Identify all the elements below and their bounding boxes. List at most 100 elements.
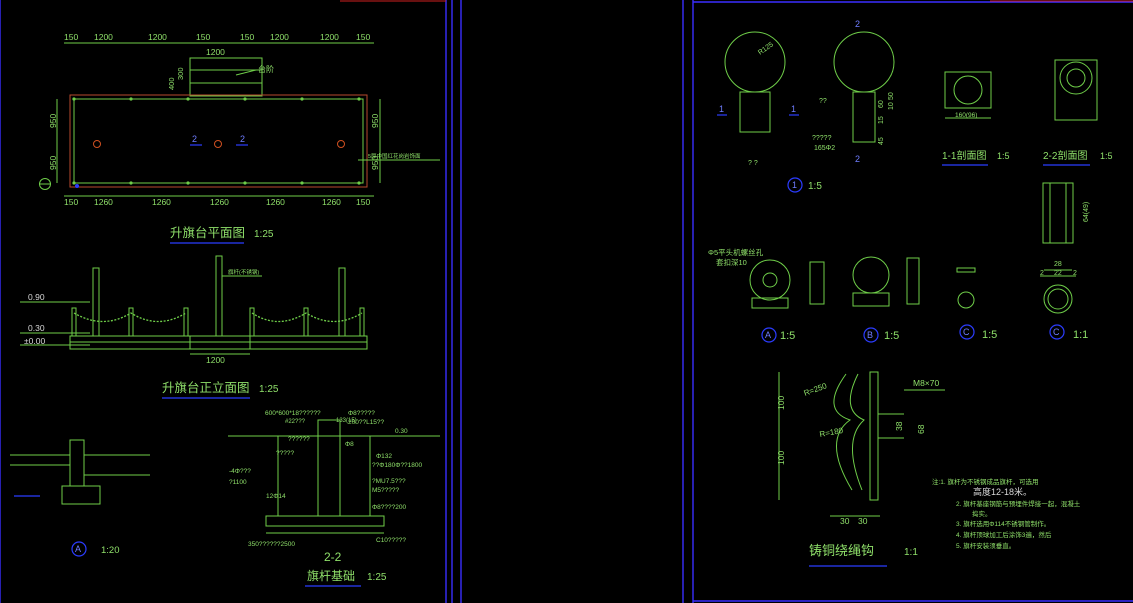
detail-a-post [69,439,85,486]
pulley-view-scale: 1:5 [884,330,899,342]
section-mark: 2 [192,134,197,144]
cast-copper-cleat: 100 100 R=250 R=180 M8×70 38 68 30 30 铸铜… [776,371,945,567]
flagpole-center [215,255,223,337]
foundation-label: ?MU7.5??? [372,478,406,485]
step-depth-dim-b: 300 [176,67,185,80]
elev-dim: 1200 [206,355,225,365]
foundation-label: ?????? [288,436,310,443]
dim-text: 1260 [322,197,341,207]
dim-text: 10 [888,102,895,110]
step-label: 台阶 [258,64,274,74]
foundation-labels: 600*600*18?????? Φ8????? 200??L15?? 0.30… [229,410,423,548]
elevation-title: 升旗台正立面图 [162,380,250,395]
pulley-view-letter: C [1053,327,1060,337]
pulley-b-base [852,292,890,307]
detail-a-scale: 1:20 [101,545,120,556]
section-1-1-dim: 160(96) [955,112,977,119]
dim-text: 150 [64,197,78,207]
chain-post [183,307,189,337]
plan-note: 5厚中国红花岗岩饰面 [368,152,421,160]
elevation-chain-posts [71,307,365,337]
foundation-label: 350??????2500 [248,541,295,548]
section-mark: 2 [855,19,860,29]
pulley-details: Φ5平头机螺丝孔 套扣深10 28 2 22 2 A 1:5 B 1:5 C 1… [708,247,1088,343]
dim-text: 150 [356,32,370,42]
pulley-c-top [956,267,976,273]
step-depth-dim-a: 400 [167,77,176,90]
flag-platform-plan: 150 1200 1200 150 150 1200 1200 150 1200… [39,32,440,244]
chain-post-dot [300,181,304,185]
pulley-b-side [906,257,920,305]
plate-detail [1042,182,1074,244]
cleat-radius-2: R=180 [819,426,845,439]
chain-post [128,307,134,337]
platform-outline-inner [73,98,364,184]
left-sheet-border [0,0,447,603]
pulley-view-letter: B [867,330,873,340]
chain-post-dot [243,97,247,101]
section-1-1-title: 1-1剖面图 [942,149,986,162]
dim-text: 50 [888,92,895,100]
cleat-dim: 68 [916,424,926,434]
foundation-label: -4Φ??? [229,468,251,475]
dim-text: 1200 [94,32,113,42]
dim-text: 950 [370,114,380,128]
ring-dim: 22 [1054,270,1062,277]
plan-bottom-dims: 150 1260 1260 1260 1260 1260 150 [64,197,370,207]
dim-text: 950 [48,114,58,128]
detail-marker [787,177,803,193]
dim-text: 1260 [266,197,285,207]
chain-post-dot [129,97,133,101]
pulley-note-1: Φ5平头机螺丝孔 [708,247,764,257]
pulley-view-letter: A [765,330,771,340]
dim-text: 150 [64,32,78,42]
foundation-label: ??Φ180Φ??1800 [372,462,423,469]
level-label: 0.90 [28,292,45,302]
note-line: 捣实。 [972,509,992,518]
chain-left [73,312,187,323]
cleat-title: 铸铜绕绳钩 [809,543,874,558]
chain-post-dot [72,97,76,101]
section-1-1-hub [953,75,983,105]
plate-dim: 64(49) [1083,202,1090,222]
dim-text: 45 [878,137,885,145]
section-2-2-scale: 1:5 [1100,151,1113,161]
finial-note: ? ? [748,160,758,167]
detail-a-letter: A [75,544,81,554]
note-line: 注:1. 旗杆为不锈钢成品旗杆，可选用 [932,477,1039,486]
foundation-label: 600*600*18?????? [265,410,321,417]
cleat-radius-1: R=250 [803,381,829,398]
pulley-b-wheel [852,256,890,294]
pulley-a-side [809,261,825,305]
finial-label: ????? [812,135,832,142]
foundation-label: Φ8????200 [372,504,406,511]
dim-text: 950 [48,156,58,170]
flagpole-foundation: 600*600*18?????? Φ8????? 200??L15?? 0.30… [228,410,440,587]
chain-post-dot [357,181,361,185]
foundation-label: ?1100 [229,479,247,486]
finial-bracket-side [852,91,876,143]
section-1-1-scale: 1:5 [997,151,1010,161]
dim-text: 1260 [152,197,171,207]
pulley-view-letter: C [963,327,970,337]
section-2-2-title: 2-2剖面图 [1043,149,1087,162]
pulley-a-base [751,297,789,309]
dim-text: 1200 [270,32,289,42]
foundation-label: 12Φ14 [266,493,286,500]
foundation-label: ????? [276,450,294,457]
flagpole-left [92,267,100,337]
detail-marker-number: 1 [792,180,797,190]
section-mark: 2 [855,154,860,164]
foundation-label: 133(15) [336,418,357,424]
chain-post [359,307,365,337]
dim-text: 1260 [94,197,113,207]
pulley-c-ring-inner [1047,288,1069,310]
pulley-a-hub [762,272,778,288]
step-width-dim: 1200 [206,47,225,57]
chain-right [251,312,363,323]
general-notes: 注:1. 旗杆为不锈钢成品旗杆，可选用 高度12-18米。 2. 旗杆基座钢筋与… [932,477,1081,550]
chain-post-dot [357,97,361,101]
foundation-section: 2-2 [324,550,342,564]
note-line: 4. 旗杆顶球加工后涂饰3遍，然后 [956,530,1052,539]
